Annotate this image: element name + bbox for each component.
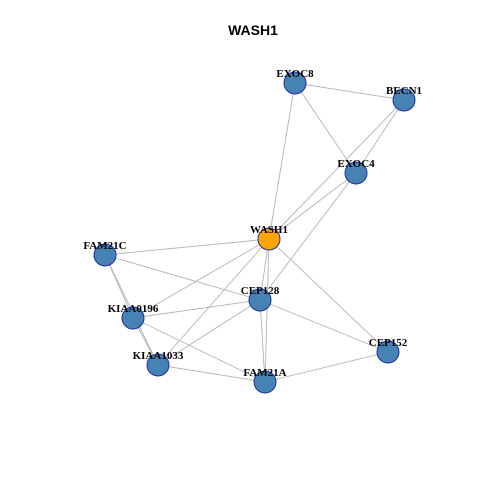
edge-wash1-fam21c [104, 238, 270, 256]
graph-title: WASH1 [228, 22, 278, 38]
edge-exoc4-wash1 [268, 172, 357, 240]
node-becn1[interactable] [392, 88, 416, 112]
node-label-wash1: WASH1 [250, 224, 288, 236]
edge-cep128-fam21a [259, 299, 266, 383]
node-label-kiaa0196: KIAA0196 [108, 303, 159, 315]
node-label-cep152: CEP152 [369, 337, 408, 349]
node-label-exoc8: EXOC8 [276, 68, 314, 80]
edge-becn1-wash1 [268, 99, 405, 240]
node-label-fam21c: FAM21C [83, 240, 126, 252]
node-label-cep128: CEP128 [241, 285, 280, 297]
edge-wash1-cep152 [268, 238, 389, 353]
nodes-layer [93, 71, 416, 394]
edge-exoc8-becn1 [294, 82, 405, 101]
node-label-becn1: BECN1 [386, 85, 422, 97]
edge-becn1-exoc4 [355, 99, 405, 174]
node-label-kiaa1033: KIAA1033 [133, 350, 184, 362]
node-exoc8[interactable] [283, 71, 307, 95]
edge-wash1-fam21a [264, 238, 270, 383]
edge-kiaa0196-cep128 [132, 299, 261, 319]
node-wash1[interactable] [257, 227, 281, 251]
edge-wash1-kiaa0196 [132, 238, 270, 319]
edge-kiaa0196-fam21a [132, 317, 266, 383]
edge-fam21a-cep152 [264, 351, 389, 383]
node-cep152[interactable] [376, 340, 400, 364]
edge-exoc8-wash1 [268, 82, 296, 240]
edge-kiaa1033-cep128 [157, 299, 261, 366]
edge-cep128-cep152 [259, 299, 389, 353]
node-kiaa1033[interactable] [146, 353, 170, 377]
edge-exoc8-exoc4 [294, 82, 357, 174]
node-cep128[interactable] [248, 288, 272, 312]
node-kiaa0196[interactable] [121, 306, 145, 330]
node-label-exoc4: EXOC4 [337, 158, 375, 170]
node-label-fam21a: FAM21A [243, 367, 286, 379]
edge-kiaa1033-fam21a [157, 364, 266, 383]
edge-wash1-kiaa1033 [157, 238, 270, 366]
edge-fam21c-cep128 [104, 254, 261, 301]
node-exoc4[interactable] [344, 161, 368, 185]
edge-exoc4-cep128 [259, 172, 357, 301]
node-fam21c[interactable] [93, 243, 117, 267]
node-fam21a[interactable] [253, 370, 277, 394]
